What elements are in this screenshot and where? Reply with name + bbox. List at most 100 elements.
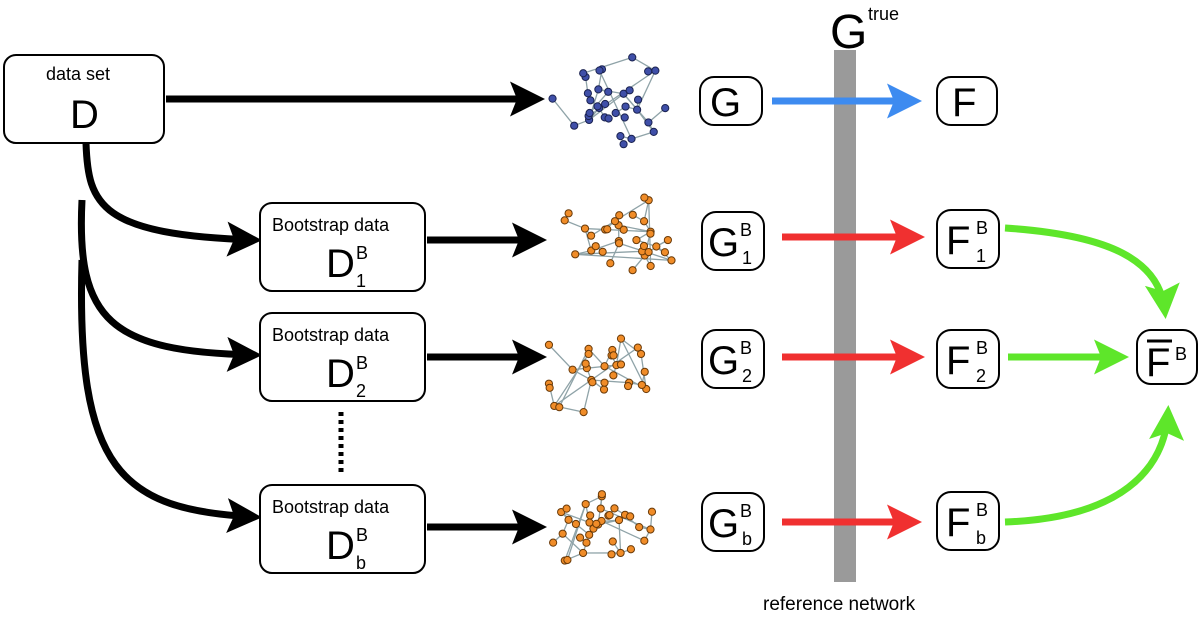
bootstrap-network-graph-1	[560, 193, 676, 275]
network-edge	[589, 91, 609, 114]
graph-symbol-2: G	[708, 339, 739, 383]
network-node	[560, 216, 569, 225]
network-node	[544, 340, 554, 349]
network-node	[647, 507, 657, 516]
network-node	[545, 383, 554, 392]
bootstrap-sup-2: B	[356, 353, 368, 373]
network-node	[628, 53, 637, 62]
network-node	[568, 365, 577, 374]
graph-sub-1: 1	[742, 248, 752, 268]
network-node	[661, 104, 670, 113]
network-node	[635, 522, 644, 532]
network-node	[632, 235, 641, 245]
network-node	[633, 95, 643, 104]
data-set-caption: data set	[46, 64, 110, 84]
network-node	[584, 349, 593, 359]
network-node	[637, 380, 646, 390]
network-node	[621, 102, 630, 111]
network-node	[562, 504, 571, 513]
graph-box-1: G B 1	[701, 211, 765, 271]
network-node	[651, 66, 660, 75]
network-node	[591, 242, 600, 251]
bootstrap-symbol-b: D	[326, 524, 355, 568]
aggregate-sup: B	[1175, 344, 1187, 364]
network-node	[600, 378, 609, 387]
network-node	[592, 519, 601, 528]
network-node	[608, 537, 617, 546]
network-node	[646, 525, 655, 534]
original-network-graph	[548, 53, 670, 149]
network-node	[564, 515, 573, 524]
network-node	[626, 545, 636, 554]
network-node	[571, 250, 580, 259]
network-node	[649, 127, 658, 136]
measure-box-b: F B b	[936, 491, 1000, 551]
network-edge	[598, 70, 633, 140]
network-edge	[583, 56, 633, 74]
network-node	[644, 118, 653, 127]
network-edge	[620, 338, 647, 390]
network-node	[585, 108, 594, 118]
network-node	[586, 511, 595, 520]
network-edge	[558, 348, 590, 408]
measure-sup-2: B	[976, 338, 988, 358]
network-node	[660, 248, 670, 257]
network-node	[601, 99, 610, 109]
network-edge	[548, 344, 574, 371]
arrow-data-to-bootstrap-1	[82, 142, 262, 257]
network-node	[548, 94, 557, 103]
network-node	[614, 239, 624, 248]
network-node	[609, 371, 618, 380]
measure-sub-2: 2	[976, 366, 986, 386]
network-node	[667, 256, 676, 265]
network-node	[644, 247, 653, 257]
network-edge	[601, 520, 645, 542]
network-node	[563, 555, 572, 565]
network-node	[639, 241, 649, 251]
network-node	[598, 247, 607, 256]
bootstrap-sub-2: 2	[356, 381, 366, 401]
network-node	[555, 403, 564, 412]
network-node	[633, 105, 642, 114]
network-node	[625, 86, 634, 95]
network-node	[582, 538, 591, 547]
graph-symbol-original: G	[710, 81, 741, 125]
bootstrap-caption-b: Bootstrap data	[272, 497, 390, 517]
network-edge	[584, 227, 651, 233]
network-node	[585, 530, 594, 539]
network-node	[578, 548, 588, 558]
reference-network-bar	[834, 50, 856, 582]
data-set-symbol: D	[70, 93, 99, 137]
graph-sub-2: 2	[742, 366, 752, 386]
network-node	[652, 242, 661, 251]
measure-symbol-1: F	[946, 219, 970, 263]
network-node	[640, 367, 649, 376]
network-node	[633, 343, 642, 352]
measure-symbol-original: F	[952, 81, 976, 125]
network-node	[616, 334, 626, 343]
network-node	[558, 529, 567, 538]
graph-sup-1: B	[740, 220, 752, 240]
network-node	[614, 515, 624, 525]
bootstrap-box-1: Bootstrap data D B 1	[259, 202, 426, 292]
bootstrap-network-graph-b	[549, 490, 657, 565]
measure-symbol-b: F	[946, 501, 970, 545]
network-node	[644, 67, 653, 76]
bootstrap-caption-2: Bootstrap data	[272, 325, 390, 345]
measure-box-1: F B 1	[936, 209, 1000, 269]
arrow-measure-1-to-aggregate	[1004, 224, 1180, 319]
arrow-data-to-bootstrap-b	[77, 259, 262, 534]
network-node	[623, 381, 633, 391]
network-node	[579, 408, 588, 417]
graph-box-original: G	[699, 76, 763, 126]
network-edge	[566, 503, 587, 561]
network-node	[581, 499, 590, 509]
network-node	[605, 511, 614, 520]
graph-box-b: G B b	[701, 492, 765, 552]
network-node	[640, 193, 649, 202]
network-node	[597, 490, 607, 499]
network-node	[603, 225, 612, 234]
network-node	[604, 87, 613, 96]
measure-box-2: F B 2	[936, 329, 1000, 389]
